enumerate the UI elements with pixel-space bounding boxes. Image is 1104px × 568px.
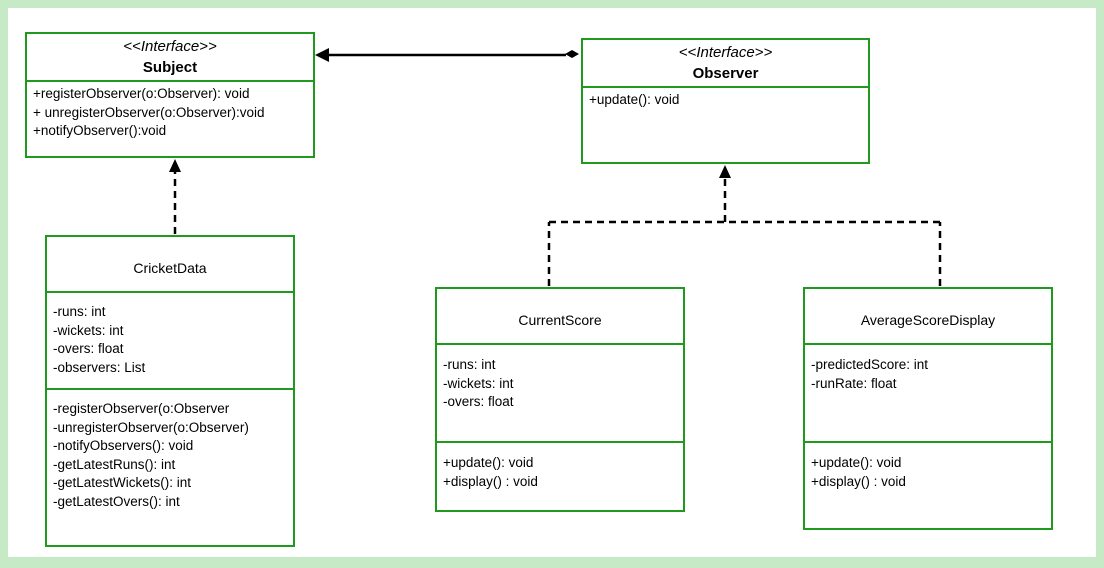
average-score-display-class-box[interactable]: AverageScoreDisplay -predictedScore: int…	[803, 287, 1053, 530]
arrowhead-icon	[315, 48, 329, 62]
subject-stereotype: <<Interface>>	[123, 38, 217, 55]
observer-name: Observer	[692, 65, 759, 82]
current-score-class-box[interactable]: CurrentScore -runs: int -wickets: int -o…	[435, 287, 685, 512]
subject-interface-box[interactable]: <<Interface>> Subject +registerObserver(…	[25, 32, 315, 158]
average-score-display-attributes: -predictedScore: int -runRate: float	[811, 356, 1049, 393]
current-score-method: +update(): void	[443, 455, 534, 470]
subject-method: + unregisterObserver(o:Observer):void	[33, 104, 265, 120]
cricket-data-method: -notifyObservers(): void	[53, 438, 194, 453]
observer-methods: +update(): void	[589, 91, 866, 110]
cricket-data-realization-connector	[169, 159, 181, 234]
cricket-data-attribute: -wickets: int	[53, 322, 124, 338]
cricket-data-separator-2	[47, 388, 293, 390]
current-score-method: +display() : void	[443, 473, 538, 489]
subject-method: +notifyObserver():void	[33, 123, 167, 138]
average-score-display-separator-2	[805, 441, 1051, 443]
cricket-data-attribute: -overs: float	[53, 341, 124, 356]
subject-method: +registerObserver(o:Observer): void	[33, 86, 250, 101]
average-score-display-method: +display() : void	[811, 473, 906, 489]
cricket-data-attribute: -runs: int	[53, 304, 106, 319]
arrowhead-icon	[169, 159, 181, 172]
association-connector	[315, 48, 579, 62]
current-score-separator-2	[437, 441, 683, 443]
arrowhead-icon	[719, 165, 731, 178]
observer-separator	[583, 86, 868, 88]
current-score-methods: +update(): void +display() : void	[443, 454, 681, 491]
current-score-attribute: -overs: float	[443, 394, 514, 409]
observer-stereotype: <<Interface>>	[678, 44, 773, 61]
cricket-data-method: -unregisterObserver(o:Observer)	[53, 419, 249, 435]
cricket-data-method: -getLatestOvers(): int	[53, 493, 180, 509]
cricket-data-name: CricketData	[133, 260, 207, 276]
current-score-attribute: -runs: int	[443, 357, 496, 372]
current-score-attributes: -runs: int -wickets: int -overs: float	[443, 356, 681, 412]
cricket-data-attribute: -observers: List	[53, 359, 146, 375]
cricket-data-class-box[interactable]: CricketData -runs: int -wickets: int -ov…	[45, 235, 295, 547]
subject-name: Subject	[142, 59, 198, 76]
current-score-attribute: -wickets: int	[443, 375, 514, 391]
subject-methods: +registerObserver(o:Observer): void + un…	[33, 85, 311, 141]
average-score-display-methods: +update(): void +display() : void	[811, 454, 1049, 491]
cricket-data-method: -registerObserver(o:Observer	[53, 401, 230, 416]
cricket-data-methods: -registerObserver(o:Observer -unregister…	[53, 400, 291, 511]
diamond-icon	[565, 50, 579, 58]
average-score-display-separator-1	[805, 343, 1051, 345]
average-score-display-attribute: -predictedScore: int	[811, 357, 929, 372]
cricket-data-separator-1	[47, 291, 293, 293]
observer-method: +update(): void	[589, 92, 680, 107]
average-score-display-method: +update(): void	[811, 455, 902, 470]
observer-realization-connector	[547, 165, 942, 286]
current-score-separator-1	[437, 343, 683, 345]
cricket-data-method: -getLatestWickets(): int	[53, 475, 192, 490]
average-score-display-attribute: -runRate: float	[811, 375, 897, 391]
cricket-data-attributes: -runs: int -wickets: int -overs: float -…	[53, 303, 291, 377]
cricket-data-method: -getLatestRuns(): int	[53, 456, 176, 472]
subject-separator	[27, 80, 313, 82]
current-score-name: CurrentScore	[518, 312, 602, 328]
observer-interface-box[interactable]: <<Interface>> Observer +update(): void	[581, 38, 870, 164]
average-score-display-name: AverageScoreDisplay	[860, 312, 996, 328]
